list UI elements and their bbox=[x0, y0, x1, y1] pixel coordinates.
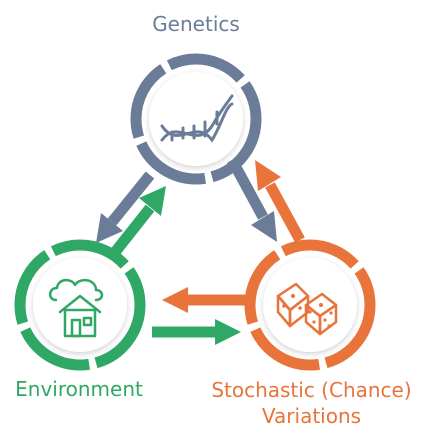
label-genetics: Genetics bbox=[152, 12, 240, 36]
arrow-environment-to-genetics bbox=[107, 186, 166, 260]
node-stochastic bbox=[244, 239, 376, 371]
label-stochastic: Stochastic (Chance) Variations bbox=[200, 377, 423, 429]
genetics-disc bbox=[149, 72, 243, 166]
dna-icon bbox=[160, 94, 234, 143]
label-stochastic-line1: Stochastic (Chance) bbox=[211, 378, 412, 402]
label-environment: Environment bbox=[15, 377, 143, 401]
house-cloud-icon bbox=[48, 278, 104, 338]
environment-ring bbox=[14, 239, 146, 371]
node-genetics bbox=[130, 53, 262, 185]
environment-disc bbox=[33, 258, 127, 352]
arrow-stochastic-to-environment bbox=[162, 287, 250, 313]
dice-icon bbox=[276, 282, 338, 336]
stochastic-disc bbox=[263, 258, 357, 352]
arrow-stochastic-to-genetics bbox=[255, 160, 305, 243]
arrow-genetics-to-environment bbox=[96, 171, 155, 243]
label-stochastic-line2: Variations bbox=[261, 404, 362, 428]
arrow-environment-to-stochastic bbox=[152, 319, 241, 345]
node-environment bbox=[14, 239, 146, 371]
genetics-ring bbox=[130, 53, 262, 185]
stochastic-ring bbox=[244, 239, 376, 371]
